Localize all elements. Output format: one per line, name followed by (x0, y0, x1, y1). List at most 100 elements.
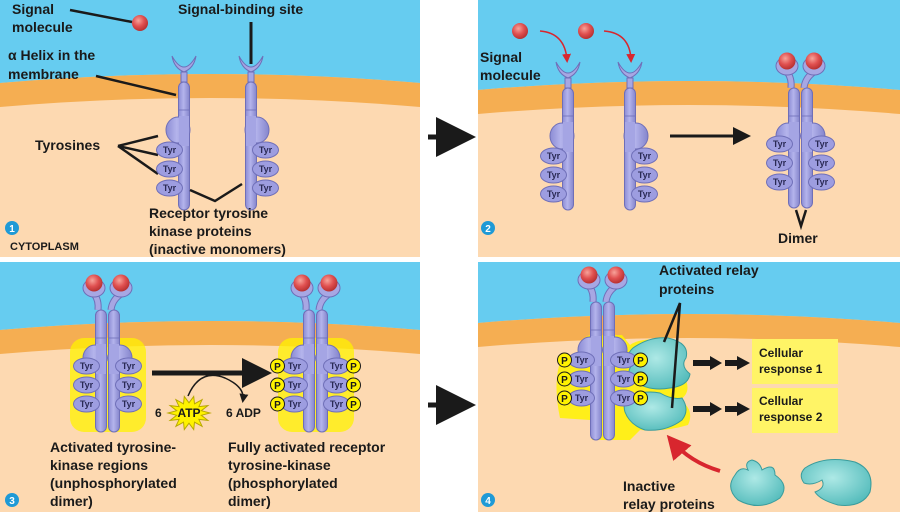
tyrosine-label: Tyr (617, 393, 631, 403)
phosphate-label: P (561, 394, 568, 405)
signal-binding-site (617, 61, 643, 79)
tyrosine-label: Tyr (288, 361, 302, 371)
dimer-leader (794, 209, 808, 231)
tyrosine-label: Tyr (773, 177, 787, 187)
tyrosine-domain (631, 147, 658, 165)
receptor-leaders (189, 182, 243, 203)
tyrosine-label: Tyr (163, 164, 177, 174)
relay-leaders (662, 302, 682, 409)
inactive-relay-protein-2 (800, 459, 872, 506)
step-number-3: 3 (9, 496, 15, 507)
signal-molecule (512, 23, 528, 39)
response-arrows-1 (693, 356, 750, 370)
binding-arrow (539, 30, 572, 63)
phosphate-label: P (561, 375, 568, 386)
label-response2-2: response 2 (759, 410, 823, 424)
leader-line (95, 74, 177, 97)
label-receptor-3: (inactive monomers) (149, 241, 286, 257)
signal-binding-site (238, 55, 264, 73)
phosphate-icon (346, 377, 361, 393)
tyrosine-label: Tyr (547, 151, 561, 161)
tyrosine-label: Tyr (815, 177, 829, 187)
phosphate-icon (557, 371, 572, 387)
signal-molecule (85, 274, 103, 292)
phosphate-icon (633, 390, 648, 406)
tyrosine-label: Tyr (330, 380, 344, 390)
binding-arrow (603, 30, 636, 63)
label-response2-1: Cellular (759, 394, 803, 408)
tyrosine-label: Tyr (330, 361, 344, 371)
tyrosine-label: Tyr (575, 355, 589, 365)
tyrosine-domain (252, 179, 279, 197)
step-badge-3 (5, 493, 19, 507)
tyrosine-domain (156, 179, 183, 197)
label-fully-activated-2: tyrosine-kinase (228, 457, 331, 473)
tyrosine-label: Tyr (638, 189, 652, 199)
signal-binding-site (171, 55, 197, 73)
tyrosine-domain (631, 185, 658, 203)
plasma-membrane (0, 74, 420, 107)
response-arrows-2 (693, 402, 750, 416)
label-activated-2: kinase regions (50, 457, 148, 473)
tyrosine-domain (766, 173, 793, 191)
tyrosine-domain (73, 395, 100, 413)
tyrosine-label: Tyr (575, 393, 589, 403)
label-inactive-relay-2: relay proteins (623, 496, 715, 512)
tyrosine-domain (766, 135, 793, 153)
extracellular-region (0, 0, 420, 83)
tyrosine-label: Tyr (288, 399, 302, 409)
label-signal-binding-site: Signal-binding site (178, 1, 303, 17)
label-receptor-2: kinase proteins (149, 223, 252, 239)
tyrosine-domain (808, 154, 835, 172)
tyrosine-label: Tyr (122, 380, 136, 390)
phosphate-label: P (274, 381, 281, 392)
tyrosine-label: Tyr (547, 189, 561, 199)
extracellular-region (478, 0, 900, 90)
tyrosine-domain (540, 166, 567, 184)
phosphate-icon (633, 352, 648, 368)
label-alpha-helix-1: α Helix in the (8, 47, 95, 63)
phosphate-label: P (561, 356, 568, 367)
receptor-stalk (626, 77, 634, 89)
receptor-stalk (180, 71, 188, 83)
tyrosine-domain (252, 160, 279, 178)
label-receptor-1: Receptor tyrosine (149, 205, 268, 221)
phosphate-icon (557, 352, 572, 368)
signal-molecule (580, 266, 598, 284)
alpha-helix (590, 301, 602, 441)
phosphate-label: P (350, 400, 357, 411)
tyrosine-domain (540, 147, 567, 165)
tyrosine-label: Tyr (122, 361, 136, 371)
signal-molecule (578, 23, 594, 39)
label-response1-1: Cellular (759, 346, 803, 360)
panel-background-1 (0, 0, 420, 257)
step-number-1: 1 (9, 224, 15, 235)
label-tyrosines: Tyrosines (35, 137, 100, 153)
label-fully-activated-4: dimer) (228, 493, 271, 509)
phosphate-label: P (637, 375, 644, 386)
tyrosine-domain (156, 141, 183, 159)
phosphate-label: P (274, 400, 281, 411)
label-dimer: Dimer (778, 230, 818, 246)
tyrosine-label: Tyr (617, 355, 631, 365)
atp-count: 6 (155, 406, 162, 420)
tyrosine-domain (156, 160, 183, 178)
atp-burst-icon (166, 395, 212, 431)
label-activated-4: dimer) (50, 493, 93, 509)
phosphate-icon (633, 371, 648, 387)
atp-label: ATP (177, 406, 200, 420)
label-response1-2: response 1 (759, 362, 823, 376)
inactive-relay-protein-1 (730, 459, 785, 506)
tyrosine-label: Tyr (575, 374, 589, 384)
tyrosine-label: Tyr (330, 399, 344, 409)
signal-molecule (293, 274, 311, 292)
tyrosine-label: Tyr (638, 151, 652, 161)
